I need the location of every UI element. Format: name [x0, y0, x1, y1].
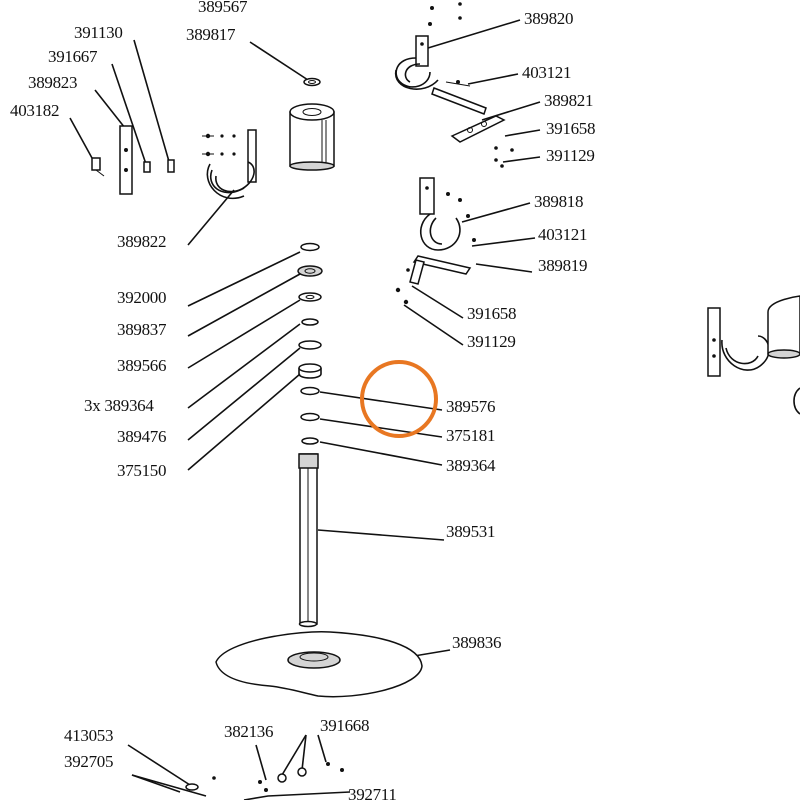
label-382136: 382136: [224, 722, 273, 741]
part-tilt-plate-389821: [431, 80, 514, 168]
label-389531: 389531: [446, 522, 495, 541]
label-389566: 389566: [117, 356, 166, 375]
part-clamp-bracket-389822: [202, 129, 257, 199]
label-389822: 389822: [117, 232, 166, 251]
label-389476: 389476: [117, 427, 166, 446]
label-391668: 391668: [320, 716, 369, 735]
label-391129-lower: 391129: [467, 332, 516, 351]
leader-lines: [69, 19, 541, 797]
part-lower-yoke-389818: [419, 177, 476, 251]
label-389823: 389823: [28, 73, 77, 92]
label-391658-upper: 391658: [546, 119, 595, 138]
label-375181: 375181: [446, 426, 495, 445]
label-391658-lower: 391658: [467, 304, 516, 323]
label-392711: 392711: [348, 785, 397, 800]
part-partial-fan-right: [707, 295, 800, 415]
label-3x-389364: 3x 389364: [84, 396, 154, 415]
part-bottom-hardware: [185, 762, 351, 800]
label-391667: 391667: [48, 47, 98, 66]
part-pole-389531: [298, 453, 319, 628]
label-389818: 389818: [534, 192, 583, 211]
label-392000: 392000: [117, 288, 166, 307]
label-391130: 391130: [74, 23, 123, 42]
label-391129-upper: 391129: [546, 146, 595, 165]
label-389567: 389567: [198, 0, 248, 16]
label-389820: 389820: [524, 9, 573, 28]
label-389364: 389364: [446, 456, 496, 475]
part-top-washer-389567: [303, 77, 321, 87]
label-389817: 389817: [186, 25, 236, 44]
label-389837: 389837: [117, 320, 167, 339]
part-motor-housing-389817: [289, 103, 335, 171]
part-labels: 389567 391130 389817 391667 389823 40318…: [10, 0, 596, 800]
label-413053: 413053: [64, 726, 113, 745]
part-base-389836: [215, 631, 423, 698]
label-375150: 375150: [117, 461, 166, 480]
label-389821: 389821: [544, 91, 593, 110]
label-389576: 389576: [446, 397, 495, 416]
label-403121-upper: 403121: [522, 63, 571, 82]
label-389836: 389836: [452, 633, 501, 652]
part-lower-plate-389819: [395, 255, 472, 305]
part-washer-stack: [297, 242, 323, 445]
highlight-circle: [360, 360, 438, 438]
label-403182: 403182: [10, 101, 59, 120]
label-389819: 389819: [538, 256, 587, 275]
label-392705: 392705: [64, 752, 113, 771]
label-403121-lower: 403121: [538, 225, 587, 244]
part-upper-yoke-389820: [395, 2, 462, 90]
part-small-bracket-389823: [91, 125, 175, 195]
